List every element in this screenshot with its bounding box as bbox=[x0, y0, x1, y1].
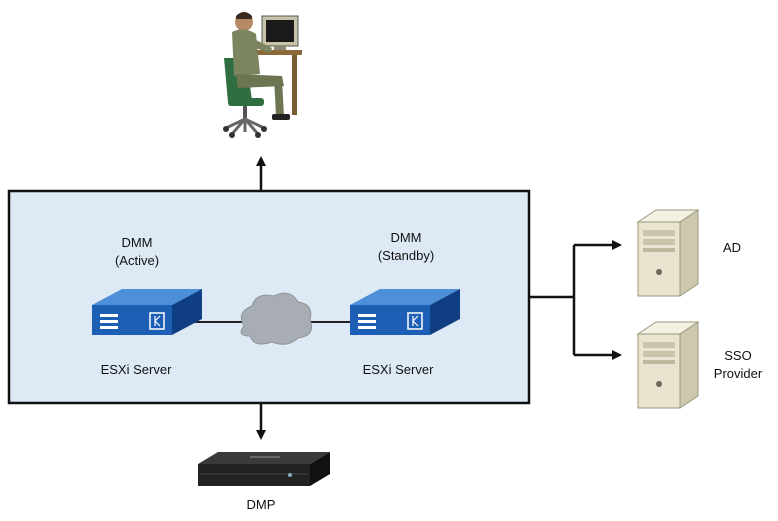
sso-label-line2: Provider bbox=[713, 366, 763, 381]
user-workstation-icon bbox=[223, 12, 302, 138]
esxi-server-icon bbox=[350, 289, 460, 335]
tower-server-icon bbox=[636, 321, 700, 409]
standby-node-state: (Standby) bbox=[377, 248, 435, 263]
sso-label-line1: SSO bbox=[724, 348, 752, 363]
media-player-icon bbox=[198, 452, 330, 486]
esxi-server-icon bbox=[92, 289, 202, 335]
dmp-label: DMP bbox=[246, 497, 276, 512]
standby-node-title: DMM bbox=[390, 230, 422, 245]
standby-host-label: ESXi Server bbox=[362, 362, 434, 377]
directory-connector bbox=[529, 240, 622, 360]
ad-label: AD bbox=[722, 240, 742, 255]
network-cloud-icon bbox=[240, 292, 312, 345]
tower-server-icon bbox=[636, 209, 700, 297]
active-node-title: DMM bbox=[121, 235, 153, 250]
active-host-label: ESXi Server bbox=[100, 362, 172, 377]
active-node-state: (Active) bbox=[114, 253, 160, 268]
